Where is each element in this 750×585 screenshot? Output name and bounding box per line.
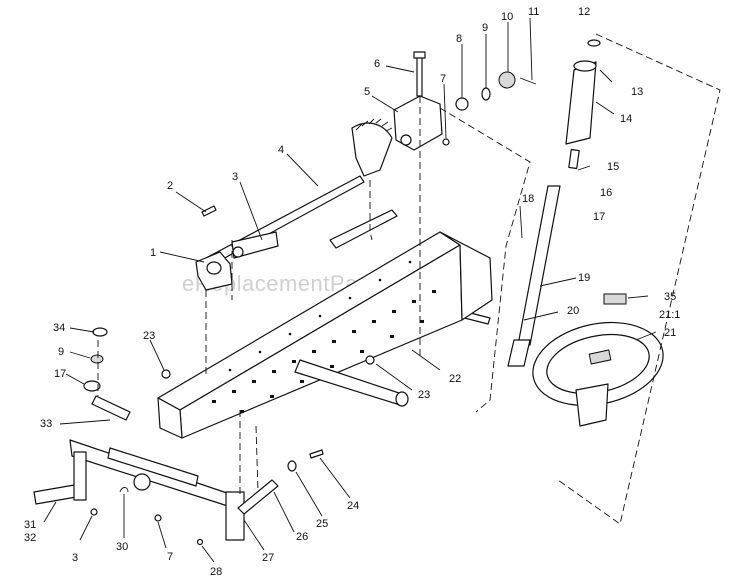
callout-labels: 1 2 3 3 4 5 6 7 7 8 9 9 10 11 12 13 14 1… bbox=[24, 6, 680, 578]
bushing-16 bbox=[568, 148, 580, 170]
nut-7b bbox=[154, 514, 162, 522]
front-axle-beam bbox=[69, 439, 235, 509]
callout-32: 32 bbox=[24, 532, 36, 544]
frame-rear-bracket bbox=[439, 231, 493, 321]
callout-22: 22 bbox=[449, 373, 461, 385]
bolt-23a bbox=[161, 369, 171, 379]
steering-wheel-assembly bbox=[532, 293, 664, 427]
callout-13: 13 bbox=[631, 86, 643, 98]
cap-insert-35 bbox=[603, 293, 627, 305]
callout-18: 18 bbox=[522, 193, 534, 205]
bolt-6 bbox=[416, 55, 423, 97]
clip-30 bbox=[119, 487, 129, 493]
washer-9b bbox=[90, 354, 104, 364]
callout-6: 6 bbox=[374, 58, 380, 70]
callout-3-upper: 3 bbox=[232, 171, 238, 183]
spindle-axle-26 bbox=[237, 479, 279, 515]
callout-19: 19 bbox=[578, 272, 590, 284]
sector-teeth bbox=[355, 118, 393, 132]
callout-26: 26 bbox=[296, 531, 308, 543]
tube-end bbox=[395, 391, 409, 407]
callout-3-lower: 3 bbox=[72, 552, 78, 564]
emblem-21-1 bbox=[588, 349, 612, 365]
callout-23-left: 23 bbox=[143, 330, 155, 342]
nut-10 bbox=[498, 71, 516, 89]
callout-4: 4 bbox=[278, 144, 284, 156]
frame-rail-front bbox=[157, 397, 183, 439]
callout-9-lower: 9 bbox=[58, 346, 64, 358]
fitting-28 bbox=[196, 538, 204, 546]
callout-7-lower: 7 bbox=[167, 551, 173, 563]
callout-25: 25 bbox=[316, 518, 328, 530]
column-cover-14 bbox=[565, 61, 597, 145]
callout-9-upper: 9 bbox=[482, 22, 488, 34]
frame-top-dots bbox=[228, 260, 412, 372]
bolt-23b bbox=[365, 355, 375, 365]
axle-slot bbox=[107, 447, 199, 487]
bolt-6-head bbox=[413, 51, 426, 59]
cap-12 bbox=[587, 39, 601, 47]
callout-24: 24 bbox=[347, 500, 359, 512]
spindle-27 bbox=[225, 491, 245, 541]
callout-33: 33 bbox=[40, 418, 52, 430]
bolt-2 bbox=[201, 205, 217, 217]
callout-23-right: 23 bbox=[418, 389, 430, 401]
callout-17-upper: 17 bbox=[593, 211, 605, 223]
steering-wheel-hub bbox=[575, 383, 609, 427]
pitman-nut bbox=[232, 246, 244, 258]
pin-15 bbox=[577, 165, 591, 171]
washer-17b bbox=[83, 380, 101, 392]
callout-8: 8 bbox=[456, 33, 462, 45]
frame-holes bbox=[212, 290, 436, 413]
callout-34: 34 bbox=[53, 322, 65, 334]
callout-1: 1 bbox=[150, 247, 156, 259]
callout-16: 16 bbox=[600, 187, 612, 199]
steering-column-assembly bbox=[507, 39, 601, 367]
tie-rod bbox=[91, 395, 131, 421]
callout-15: 15 bbox=[607, 161, 619, 173]
nut-3b bbox=[90, 508, 98, 516]
callout-27: 27 bbox=[262, 552, 274, 564]
frame-assembly bbox=[157, 209, 493, 439]
callout-20: 20 bbox=[567, 305, 579, 317]
callout-12: 12 bbox=[578, 6, 590, 18]
callout-17-lower: 17 bbox=[54, 368, 66, 380]
column-coupler-20 bbox=[507, 339, 531, 367]
steering-sector-gear bbox=[351, 122, 393, 177]
leader-lines bbox=[43, 17, 657, 563]
callout-7-upper: 7 bbox=[440, 73, 446, 85]
callout-35: 35 bbox=[664, 291, 676, 303]
callout-31: 31 bbox=[24, 519, 36, 531]
bolt-24 bbox=[309, 449, 324, 459]
callout-5: 5 bbox=[364, 86, 370, 98]
cap-34 bbox=[92, 327, 108, 337]
bushing-8 bbox=[455, 97, 469, 111]
steering-sector-assembly bbox=[195, 51, 537, 291]
callout-10: 10 bbox=[501, 11, 513, 23]
washer-9 bbox=[481, 87, 491, 101]
alignment-lines bbox=[97, 33, 721, 525]
callout-30: 30 bbox=[116, 541, 128, 553]
axle-pivot bbox=[133, 473, 151, 491]
steering-column-19 bbox=[517, 185, 561, 346]
bracket-bolt bbox=[400, 134, 412, 146]
steering-shaft bbox=[205, 175, 365, 267]
callout-2: 2 bbox=[167, 180, 173, 192]
front-axle-assembly bbox=[33, 327, 375, 546]
callout-14: 14 bbox=[620, 113, 632, 125]
callout-21-1: 21:1 bbox=[659, 309, 680, 321]
pin-11 bbox=[519, 77, 537, 85]
washer-25 bbox=[287, 460, 297, 472]
pivot-bushing bbox=[206, 261, 222, 275]
rear-cross-tube bbox=[329, 209, 398, 249]
column-cover-top bbox=[573, 60, 597, 72]
callout-21: 21 bbox=[664, 327, 676, 339]
callout-28: 28 bbox=[210, 566, 222, 578]
spindle-post bbox=[73, 451, 87, 501]
callout-11: 11 bbox=[528, 6, 539, 18]
nut-7 bbox=[442, 138, 450, 146]
